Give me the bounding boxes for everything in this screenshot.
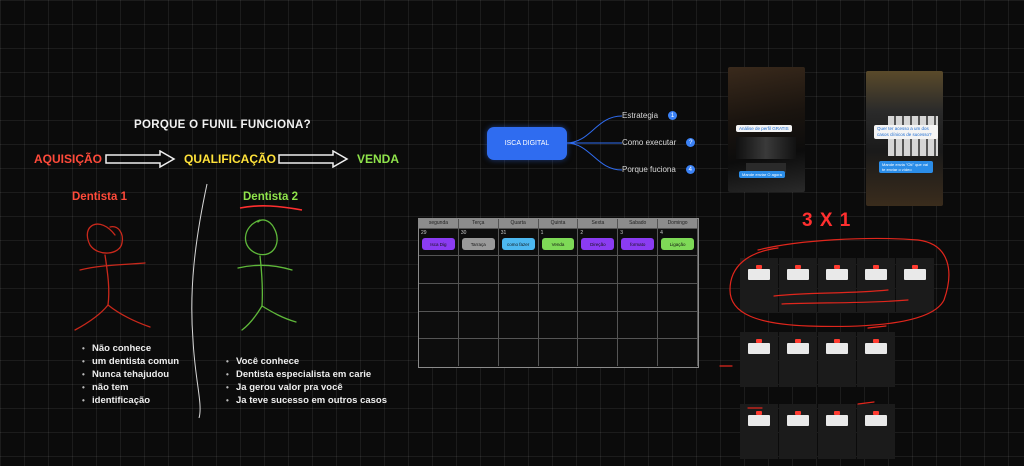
mindmap-branch-porque-fuciona[interactable]: Porque fuciona 4 xyxy=(622,165,695,174)
dentist2-label: Dentista 2 xyxy=(243,191,298,203)
list-item: não tem xyxy=(82,381,179,394)
list-item: Ja teve sucesso em outros casos xyxy=(226,394,387,407)
list-item: Não conhece xyxy=(82,342,179,355)
post-tile[interactable] xyxy=(857,258,895,313)
dentist1-notes: Não conhece um dentista comun Nunca teha… xyxy=(82,342,179,407)
day-header: Terça xyxy=(458,219,499,228)
post-tile[interactable] xyxy=(740,404,778,459)
story-cta: Mande envia "Ok" que vai te enviar o víd… xyxy=(879,161,933,173)
post-tile[interactable] xyxy=(896,258,934,313)
date-number: 1 xyxy=(540,230,544,236)
arrow-right-icon xyxy=(105,150,176,168)
date-number: 3 xyxy=(620,230,624,236)
list-item: um dentista comun xyxy=(82,355,179,368)
post-tile[interactable] xyxy=(857,332,895,387)
grid-title-3x1: 3 X 1 xyxy=(802,210,852,231)
post-tile[interactable] xyxy=(818,332,856,387)
dentist2-notes: Você conhece Dentista especialista em ca… xyxy=(226,355,387,407)
mindmap-branch-como-executar[interactable]: Como executar ? xyxy=(622,138,696,147)
badge-icon: ? xyxy=(686,138,696,147)
event-pill[interactable]: formato xyxy=(621,238,655,250)
day-header: Quarta xyxy=(498,219,539,228)
calendar-empty-grid xyxy=(419,255,698,366)
date-number: 30 xyxy=(460,230,467,236)
calendar-cell[interactable]: 3 formato xyxy=(618,229,659,255)
mindmap-connectors xyxy=(566,115,623,171)
funnel-step-venda: VENDA xyxy=(357,152,400,166)
funnel-step-aquisicao: AQUISIÇÃO xyxy=(34,152,103,166)
branch-label: Estrategia xyxy=(622,111,659,120)
day-header: Sabado xyxy=(618,219,659,228)
post-tile[interactable] xyxy=(740,332,778,387)
day-header: segunda xyxy=(419,219,459,228)
date-number: 31 xyxy=(500,230,507,236)
day-header: Domingo xyxy=(658,219,698,228)
post-tile[interactable] xyxy=(740,258,778,313)
red-scribble-annotation xyxy=(719,237,950,409)
arrow-right-icon xyxy=(278,150,349,168)
event-pill[interactable]: Venda xyxy=(541,238,575,250)
branch-label: Como executar xyxy=(622,138,677,147)
date-number: 2 xyxy=(580,230,584,236)
calendar-cell[interactable]: 31 como fazer xyxy=(499,229,539,255)
list-item: Dentista especialista em carie xyxy=(226,368,387,381)
post-tile[interactable] xyxy=(818,404,856,459)
list-item: Você conhece xyxy=(226,355,387,368)
calendar-header: segunda Terça Quarta Quinta Sexta Sabado… xyxy=(419,219,698,228)
event-pill[interactable]: Isca Dig xyxy=(422,238,455,250)
date-number: 4 xyxy=(660,230,663,236)
list-item: Ja gerou valor pra você xyxy=(226,381,387,394)
divider-line xyxy=(191,183,208,419)
list-item: identificação xyxy=(82,394,179,407)
story-cta: Mande enviar O agora xyxy=(739,171,785,178)
stick-figure-drawing xyxy=(237,205,303,331)
event-pill[interactable]: Tarraça xyxy=(461,238,495,250)
story-screenshot-2[interactable]: Quer ter acesso a um dos casos clínicos … xyxy=(866,71,943,206)
dentist1-label: Dentista 1 xyxy=(72,191,127,203)
weekly-calendar[interactable]: segunda Terça Quarta Quinta Sexta Sabado… xyxy=(418,218,699,368)
post-tile[interactable] xyxy=(818,258,856,313)
story-tag: Quer ter acesso a um dos casos clínicos … xyxy=(874,125,938,139)
branch-label: Porque fuciona xyxy=(622,165,676,174)
badge-icon: 4 xyxy=(685,165,695,174)
story-tag: Análise de perfil GRATIS xyxy=(736,125,792,132)
day-header: Sexta xyxy=(578,219,619,228)
date-number: 29 xyxy=(421,230,427,236)
event-pill[interactable]: Direção xyxy=(581,238,615,250)
list-item: Nunca tehajudou xyxy=(82,368,179,381)
story-screenshot-1[interactable]: Análise de perfil GRATIS Mande enviar O … xyxy=(728,67,805,192)
event-pill[interactable]: como fazer xyxy=(501,238,535,250)
funnel-step-qualificacao: QUALIFICAÇÃO xyxy=(184,152,276,166)
post-tile[interactable] xyxy=(779,404,817,459)
event-pill[interactable]: Ligação xyxy=(661,238,694,250)
stick-figure-drawing xyxy=(74,223,151,331)
badge-icon: 1 xyxy=(668,111,678,120)
day-header: Quinta xyxy=(538,219,579,228)
post-tile[interactable] xyxy=(779,332,817,387)
canvas-title: PORQUE O FUNIL FUNCIONA? xyxy=(134,119,311,131)
mindmap-hub-isca-digital[interactable]: ISCA DIGITAL xyxy=(487,127,567,160)
post-tile[interactable] xyxy=(857,404,895,459)
mindmap-branch-estrategia[interactable]: Estrategia 1 xyxy=(622,111,678,120)
